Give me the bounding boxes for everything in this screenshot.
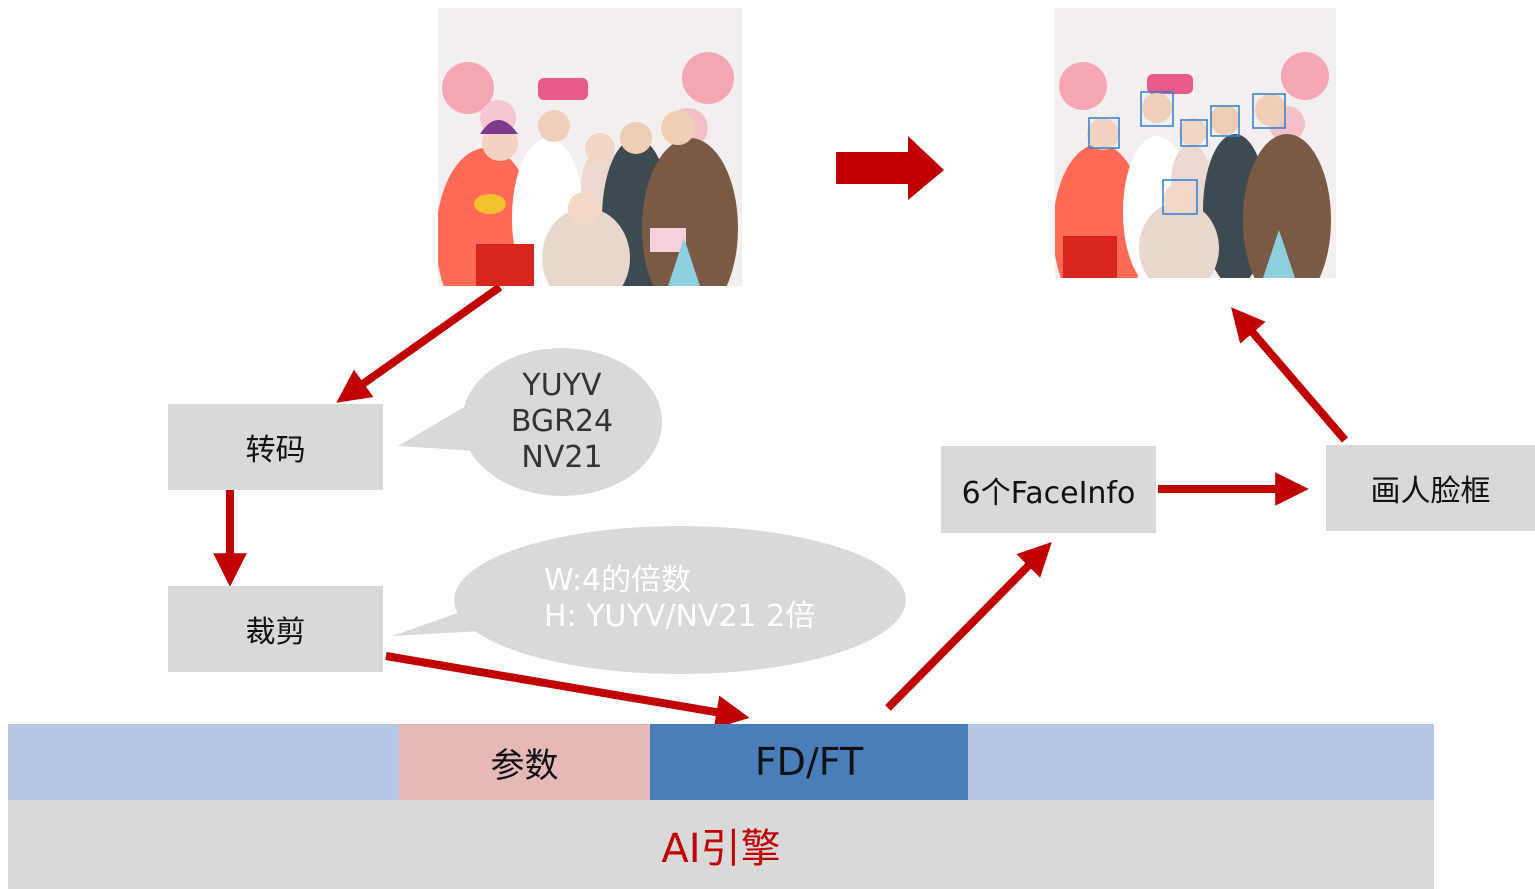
format-bgr24: BGR24 <box>510 404 614 439</box>
ai-engine-bar: AI引擎 <box>8 800 1434 889</box>
draw-face-label: 画人脸框 <box>1370 474 1491 509</box>
format-nv21: NV21 <box>521 440 603 475</box>
layer-bar-left <box>8 724 399 800</box>
constraint-width: W:4的倍数 <box>544 563 692 598</box>
fdft-label: FD/FT <box>754 740 864 784</box>
arrow-crop-to-fdft <box>385 652 750 729</box>
result-photo <box>1055 8 1336 278</box>
arrow-photo-to-transcode <box>336 283 503 403</box>
ai-engine-label: AI引擎 <box>661 825 781 872</box>
source-photo <box>438 8 742 286</box>
faceinfo-box: 6个FaceInfo <box>941 446 1156 533</box>
format-yuyv: YUYV <box>522 368 602 403</box>
constraint-bubble-text: W:4的倍数 H: YUYV/NV21 2倍 <box>544 563 815 635</box>
arrow-fdft-to-faceinfo <box>885 542 1052 711</box>
draw-face-box: 画人脸框 <box>1326 445 1535 531</box>
party-photo-with-face-boxes <box>1055 8 1336 278</box>
params-label: 参数 <box>490 745 559 786</box>
transcode-box: 转码 <box>168 404 383 490</box>
transcode-label: 转码 <box>245 433 306 468</box>
face-boxes <box>1088 91 1286 215</box>
faceinfo-label: 6个FaceInfo <box>961 475 1136 511</box>
layer-bar-right <box>968 724 1434 800</box>
params-block: 参数 <box>399 724 650 800</box>
constraint-height: H: YUYV/NV21 2倍 <box>544 599 816 634</box>
fdft-block: FD/FT <box>650 724 968 800</box>
crop-box: 裁剪 <box>168 586 383 672</box>
format-bubble-text: YUYV BGR24 NV21 <box>482 368 642 476</box>
crop-label: 裁剪 <box>245 615 306 650</box>
big-right-arrow <box>836 136 944 200</box>
format-bubble <box>398 348 662 496</box>
party-photo-illustration <box>438 8 742 286</box>
constraint-bubble <box>392 526 906 674</box>
arrow-draw-to-result <box>1231 307 1349 443</box>
